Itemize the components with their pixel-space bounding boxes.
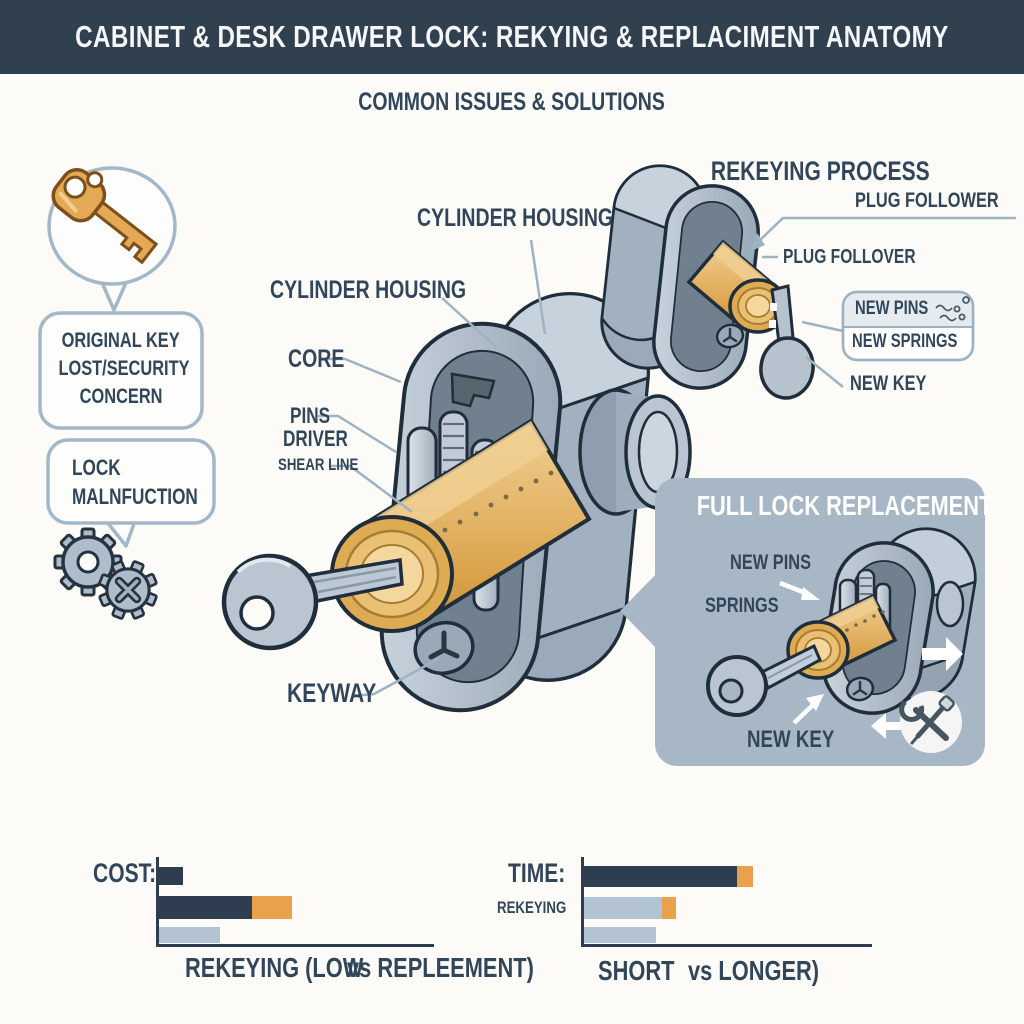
issue-original-key-lost: ORIGINAL KEY LOST/SECURITY CONCERN xyxy=(58,329,190,408)
label-cylinder-housing-left: CYLINDER HOUSING xyxy=(270,276,467,304)
label-replacement-springs: SPRINGS xyxy=(705,594,779,617)
label-core: CORE xyxy=(288,345,345,373)
bar-cost-replacement xyxy=(159,896,292,919)
issue-key-bubble xyxy=(47,166,177,312)
pins-springs-icon xyxy=(935,296,970,322)
new-pins-springs-box xyxy=(841,290,975,362)
replacement-panel xyxy=(620,478,985,766)
label-cylinder-housing-top: CYLINDER HOUSING xyxy=(417,204,614,232)
page-title: CABINET & DESK DRAWER LOCK: REKYING & RE… xyxy=(75,19,949,54)
replacement-title: FULL LOCK REPLACEMENT xyxy=(696,490,993,521)
bar-time-rekeying xyxy=(584,897,676,919)
time-caption-right: vs LONGER) xyxy=(688,955,820,986)
label-replacement-new-key: NEW KEY xyxy=(747,726,835,753)
label-shear-line: SHEAR LINE xyxy=(278,455,359,474)
replacement-plug xyxy=(786,593,898,680)
brass-plug-core xyxy=(330,418,592,633)
cost-y-axis xyxy=(156,857,159,947)
subtitle: COMMON ISSUES & SOLUTIONS xyxy=(358,88,666,116)
time-chart-label: TIME: xyxy=(508,858,566,888)
issue-lock-malfunction: LOCK MALNFUCTION xyxy=(72,455,198,509)
main-lock-illustration xyxy=(221,292,692,713)
time-x-axis xyxy=(581,944,872,947)
bar-cost-rekeying xyxy=(159,867,183,885)
lock-cam-knob xyxy=(578,388,692,516)
cost-chart xyxy=(156,857,436,949)
bar-time-baseline xyxy=(584,927,656,943)
label-pins: PINS xyxy=(290,403,331,428)
label-plug-follower: PLUG FOLLOWER xyxy=(855,189,999,212)
rekeying-leader-lines xyxy=(757,216,1016,388)
label-new-springs: NEW SPRINGS xyxy=(852,331,958,352)
label-new-pins: NEW PINS xyxy=(855,298,929,319)
cost-chart-label: COST: xyxy=(93,858,157,888)
bar-time-replacement xyxy=(584,866,753,887)
label-driver: DRIVER xyxy=(283,426,348,451)
time-chart xyxy=(581,857,876,949)
label-plug-follower-callout: PLUG FOLLOVER xyxy=(783,246,916,268)
bar-cost-baseline xyxy=(159,927,220,943)
rekeying-new-key xyxy=(759,284,815,400)
key-icon xyxy=(51,168,159,265)
time-y-axis xyxy=(581,857,584,947)
header-banner: CABINET & DESK DRAWER LOCK: REKYING & RE… xyxy=(0,0,1024,74)
rekeying-lock-illustration xyxy=(600,164,815,400)
plug-follower-arrowhead xyxy=(749,233,765,252)
main-leader-lines xyxy=(318,239,547,698)
mounting-screw xyxy=(413,620,475,676)
cost-x-axis xyxy=(156,944,434,947)
issue-bubble-2 xyxy=(46,438,216,548)
issue-bubble-1 xyxy=(38,311,204,430)
arrow-left-icon xyxy=(871,713,902,739)
tools-icon xyxy=(899,691,962,753)
rekeying-title: REKEYING PROCESS xyxy=(710,156,930,186)
replacement-key xyxy=(706,643,822,717)
label-keyway: KEYWAY xyxy=(287,678,377,708)
arrow-right-icon xyxy=(922,637,963,671)
label-replacement-new-pins: NEW PINS xyxy=(730,551,811,574)
cost-caption-right: vs REPLEEMENT) xyxy=(347,952,534,983)
cost-caption-left: REKEYING (LOW xyxy=(185,952,364,983)
time-caption-left: SHORT xyxy=(598,955,675,986)
broken-gears-icon xyxy=(53,527,158,620)
inserted-key xyxy=(221,553,404,651)
label-new-key: NEW KEY xyxy=(850,372,927,395)
time-row-label: REKEYING xyxy=(497,898,567,917)
replacement-annotation-arrows xyxy=(779,580,824,725)
replacement-lock-illustration xyxy=(706,527,977,717)
